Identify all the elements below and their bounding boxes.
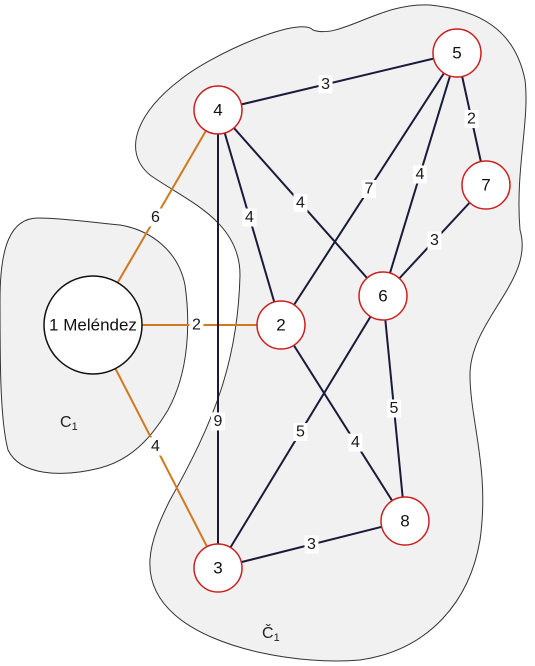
edge-weight-label: 4 [416, 166, 425, 183]
edge-label-bg [293, 423, 308, 441]
edge-label-bg [348, 433, 363, 452]
edge-label-bg [427, 231, 442, 250]
edge-weight-label: 6 [151, 209, 160, 226]
edge-weight-label: 4 [351, 434, 360, 451]
node-label: 2 [276, 316, 285, 335]
edge-label-bg [211, 412, 225, 431]
node-circle [193, 543, 243, 593]
regions-layer: C1 Č1 [0, 4, 527, 662]
node-label: 5 [452, 44, 461, 63]
edge-label-bg [242, 208, 257, 227]
node-label: 1 Meléndez [49, 316, 137, 335]
nodes-layer: 1 Meléndez 2 3 4 5 6 7 8 [43, 28, 511, 593]
node-label: 7 [481, 176, 490, 195]
edge-weight-label: 4 [245, 209, 254, 226]
node-circle [380, 496, 430, 546]
edge-weight-label: 9 [214, 413, 223, 430]
node-label: 8 [400, 512, 409, 531]
edge-2-8 [280, 324, 406, 522]
edge-label-bg [304, 535, 319, 554]
node-circle [43, 275, 143, 375]
node-1: 1 Meléndez [43, 275, 143, 375]
region-label-c-1: C1 [60, 414, 78, 433]
node-circle [461, 160, 511, 210]
edge-weight-label: 4 [151, 438, 160, 455]
edge-label-bg [464, 110, 479, 128]
edge-labels-layer: 6 2 4 3 4 4 9 2 7 4 3 5 5 4 3 [148, 75, 479, 554]
edge-label-bg [293, 194, 308, 212]
node-label: 6 [378, 287, 387, 306]
node-2: 2 [256, 300, 306, 350]
edge-weight-label: 5 [390, 400, 399, 417]
node-3: 3 [193, 543, 243, 593]
node-circle [432, 28, 482, 78]
edge-weight-label: 3 [307, 536, 316, 553]
region-label-c-bar-1: Č1 [262, 623, 280, 644]
node-6: 6 [358, 271, 408, 321]
edge-4-5 [217, 52, 458, 111]
node-circle [256, 300, 306, 350]
edge-weight-label: 2 [467, 111, 476, 128]
node-5: 5 [432, 28, 482, 78]
node-label: 4 [213, 101, 222, 120]
edge-weight-label: 4 [296, 195, 305, 212]
edge-label-bg [387, 399, 401, 418]
node-label: 3 [213, 559, 222, 578]
edge-label-bg [148, 437, 163, 456]
node-4: 4 [193, 85, 243, 135]
edge-label-bg [362, 180, 376, 198]
node-8: 8 [380, 496, 430, 546]
edge-label-bg [318, 75, 333, 94]
edge-label-bg [148, 208, 163, 227]
node-7: 7 [461, 160, 511, 210]
node-circle [358, 271, 408, 321]
region-c-bar-1 [135, 4, 527, 662]
edge-weight-label: 5 [296, 424, 305, 441]
edge-weight-label: 3 [430, 232, 439, 249]
edge-weight-label: 2 [192, 317, 201, 334]
edge-label-bg [189, 316, 204, 334]
edge-label-bg [413, 165, 427, 184]
edge-weight-label: 3 [321, 76, 330, 93]
node-circle [193, 85, 243, 135]
edge-weight-label: 7 [365, 181, 374, 198]
